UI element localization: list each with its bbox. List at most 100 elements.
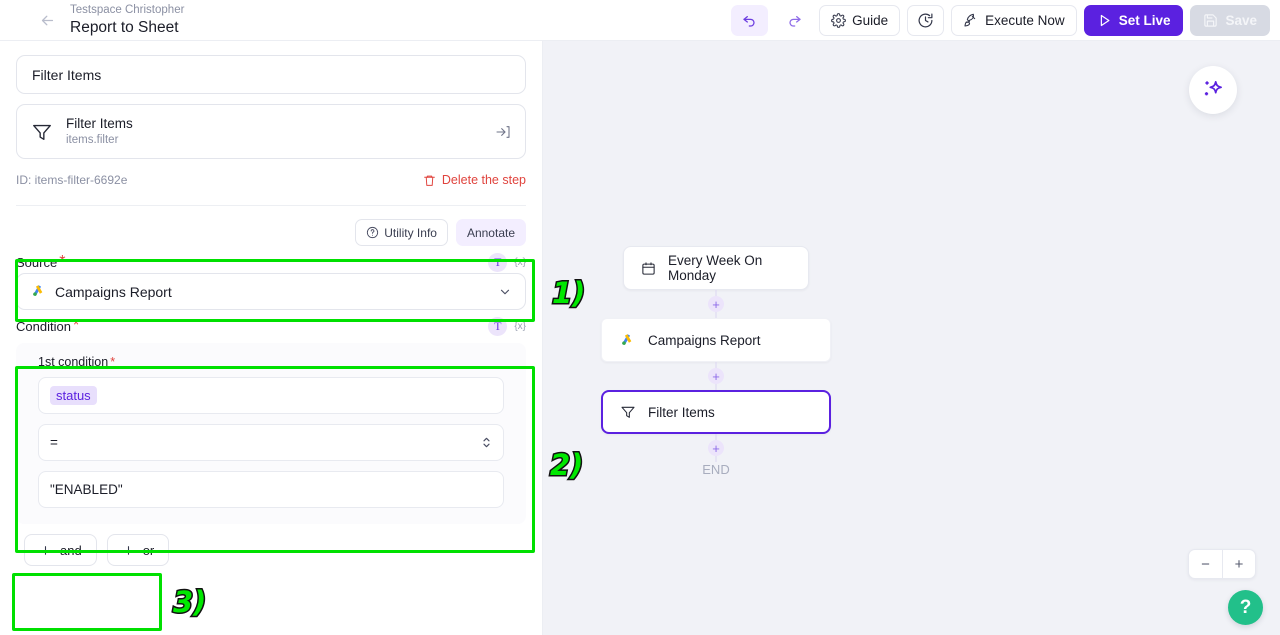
- divider: [16, 205, 526, 206]
- step-config-panel: Filter Items Filter Items items.filter: [0, 41, 543, 635]
- step-type-card[interactable]: Filter Items items.filter: [16, 104, 526, 159]
- variable-mode-icon[interactable]: {x}: [514, 320, 526, 332]
- condition-label-row: Condition * T {x}: [16, 315, 526, 337]
- plus-circle-icon[interactable]: +: [708, 368, 724, 384]
- condition-label: Condition: [16, 318, 71, 334]
- condition-field-chip: status: [50, 386, 97, 405]
- add-or-button[interactable]: or: [106, 534, 170, 566]
- add-and-label: and: [60, 542, 82, 558]
- tab-utility-info[interactable]: Utility Info: [355, 219, 448, 246]
- page-title: Report to Sheet: [70, 19, 179, 36]
- add-or-label: or: [142, 542, 155, 558]
- tab-utility-info-label: Utility Info: [384, 225, 437, 240]
- condition-operator-value: =: [50, 435, 58, 450]
- flow-node-campaigns-report[interactable]: Campaigns Report: [601, 318, 831, 362]
- text-mode-icon[interactable]: T: [488, 252, 508, 272]
- condition-value: "ENABLED": [50, 482, 123, 497]
- flow-connector: +: [601, 434, 831, 462]
- redo-button[interactable]: [775, 5, 812, 36]
- toolbar: Guide Execute Now Set Live: [731, 4, 1270, 36]
- panel-tabs: Utility Info Annotate: [16, 219, 526, 246]
- source-label-icons: T {x}: [488, 252, 526, 272]
- condition-required-marker: *: [72, 317, 80, 334]
- step-id-text: ID: items-filter-6692e: [16, 173, 128, 187]
- trash-icon: [424, 175, 435, 186]
- step-card-subtitle: items.filter: [66, 134, 119, 146]
- execute-now-button[interactable]: Execute Now: [951, 4, 1077, 36]
- ai-assistant-button[interactable]: [1189, 66, 1237, 114]
- first-condition-label: 1st condition: [38, 355, 109, 369]
- funnel-icon: [620, 404, 636, 420]
- question-circle-icon: [367, 226, 379, 239]
- back-button[interactable]: [30, 3, 64, 37]
- first-condition-required-marker: *: [110, 355, 116, 369]
- source-value: Campaigns Report: [55, 283, 172, 300]
- first-condition-label-row: 1st condition*: [38, 355, 504, 369]
- tab-annotate-label: Annotate: [466, 225, 515, 240]
- text-mode-icon[interactable]: T: [488, 316, 508, 336]
- flow-node-filter-items-label: Filter Items: [648, 404, 715, 420]
- title-block: Testspace Christopher Report to Sheet: [70, 3, 184, 37]
- arrow-left-icon: [41, 15, 53, 25]
- breadcrumb: Testspace Christopher: [70, 4, 185, 16]
- guide-label: Guide: [852, 12, 889, 28]
- google-ads-icon: [30, 283, 47, 300]
- variable-mode-icon[interactable]: {x}: [514, 256, 526, 268]
- source-required-marker: *: [59, 253, 66, 270]
- save-button[interactable]: Save: [1190, 4, 1270, 36]
- flow-node-trigger-label: Every Week On Monday: [668, 253, 763, 283]
- set-live-label: Set Live: [1118, 12, 1171, 28]
- flow-node-campaigns-report-label: Campaigns Report: [648, 332, 761, 348]
- flow-end-label: END: [702, 462, 730, 477]
- tab-annotate[interactable]: Annotate: [455, 219, 526, 246]
- calendar-icon: [641, 261, 656, 276]
- source-select[interactable]: Campaigns Report: [16, 273, 526, 310]
- step-title-input[interactable]: Filter Items: [16, 55, 526, 94]
- condition-group: 1st condition* status = "ENABLED": [16, 343, 526, 524]
- zoom-in-button[interactable]: +: [1222, 550, 1255, 578]
- help-button[interactable]: ?: [1228, 590, 1263, 625]
- condition-operator-select[interactable]: =: [38, 424, 504, 461]
- plus-circle-icon[interactable]: +: [708, 296, 724, 312]
- arrow-into-bracket-icon[interactable]: [495, 124, 511, 140]
- condition-label-icons: T {x}: [488, 316, 526, 336]
- step-title-value: Filter Items: [32, 66, 102, 83]
- zoom-controls: − +: [1188, 549, 1256, 579]
- save-label: Save: [1225, 12, 1257, 28]
- floppy-disk-icon: [1204, 13, 1218, 27]
- flow-node-trigger[interactable]: Every Week On Monday: [623, 246, 809, 290]
- clock-history-icon: [918, 13, 933, 27]
- flow-connector: +: [601, 290, 831, 318]
- delete-step-button[interactable]: Delete the step: [423, 173, 526, 187]
- condition-field-input[interactable]: status: [38, 377, 504, 414]
- undo-button[interactable]: [731, 4, 769, 36]
- undo-icon: [742, 16, 755, 27]
- flow-connector: +: [601, 362, 831, 390]
- body: Filter Items Filter Items items.filter: [0, 41, 1280, 635]
- guide-button[interactable]: Guide: [819, 4, 901, 36]
- history-button[interactable]: [907, 4, 945, 36]
- rocket-icon: [964, 13, 976, 27]
- zoom-out-button[interactable]: −: [1201, 555, 1210, 573]
- step-card-name: Filter Items: [66, 116, 133, 131]
- plus-icon: [41, 545, 50, 555]
- funnel-icon: [31, 121, 53, 143]
- plus-icon: [123, 545, 133, 555]
- source-label-row: Source * T {x}: [16, 251, 526, 273]
- plus-circle-icon[interactable]: +: [708, 440, 724, 456]
- flow-nodes: Every Week On Monday + Campaigns Report: [601, 246, 831, 477]
- set-live-button[interactable]: Set Live: [1083, 4, 1184, 36]
- condition-value-input[interactable]: "ENABLED": [38, 471, 504, 508]
- updown-chevron-icon: [481, 435, 492, 450]
- step-id-row: ID: items-filter-6692e Delete the step: [16, 173, 526, 187]
- source-label: Source: [16, 254, 58, 270]
- play-icon: [1100, 14, 1110, 26]
- chevron-down-icon: [498, 285, 512, 299]
- top-bar: Testspace Christopher Report to Sheet Gu…: [0, 0, 1280, 41]
- gear-icon: [831, 12, 846, 28]
- flow-canvas[interactable]: Every Week On Monday + Campaigns Report: [543, 41, 1280, 635]
- sparkle-icon: [1204, 81, 1222, 96]
- flow-node-filter-items[interactable]: Filter Items: [601, 390, 831, 434]
- add-and-button[interactable]: and: [24, 534, 97, 566]
- execute-now-label: Execute Now: [985, 12, 1065, 28]
